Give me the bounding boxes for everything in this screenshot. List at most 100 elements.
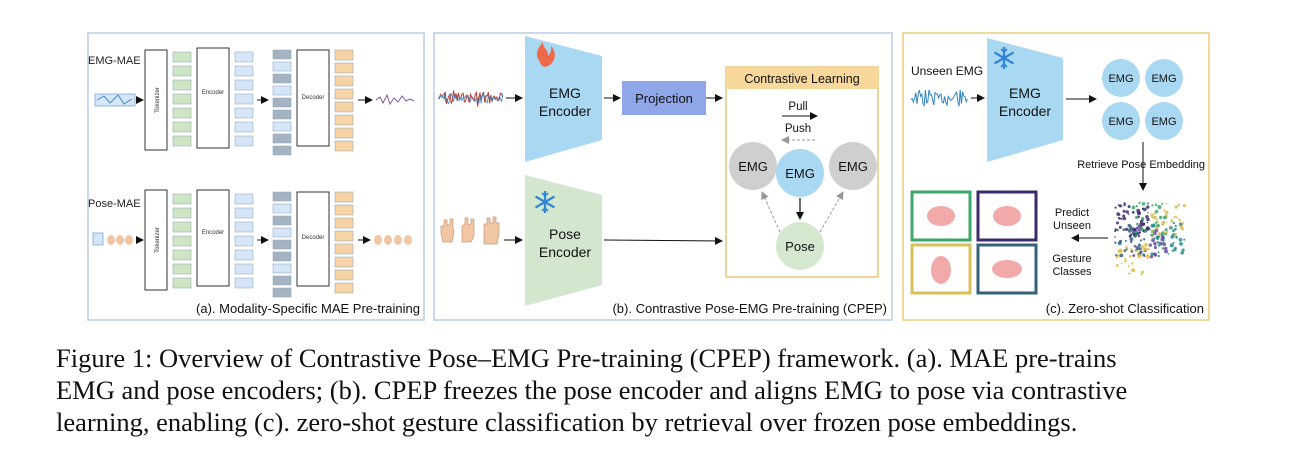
pose-encoder-label-1: Pose [549,226,581,242]
embedding-point [1174,232,1178,236]
embedding-point [1130,233,1133,236]
embedding-point [1122,209,1126,213]
token-block [272,85,292,96]
emg-signal-input [437,90,504,107]
embedding-point [1172,241,1175,244]
projection-box [622,81,706,115]
embedding-point [1124,259,1127,263]
token-block [234,221,254,233]
embedding-point [1114,206,1117,209]
embedding-point [1161,247,1165,250]
token-block [334,243,354,255]
figure-caption: Figure 1: Overview of Contrastive Pose–E… [56,342,1252,438]
token-block [272,215,292,226]
token-block [234,277,254,289]
embedding-point [1146,221,1149,224]
embedding-point [1157,254,1160,258]
emg-embedding-4-label: EMG [1151,116,1176,128]
embedding-point [1175,235,1178,239]
embedding-point [1153,215,1157,220]
embedding-point [1175,215,1177,218]
token-block [172,79,192,91]
token-block [334,88,354,100]
embedding-point [1139,219,1144,224]
embedding-point [1141,245,1145,249]
embedding-point [1153,245,1157,250]
panel-a-caption: (a). Modality-Specific MAE Pre-training [196,301,420,316]
embedding-point [1174,205,1178,209]
embedding-point [1164,210,1169,215]
pose-decoder-box [296,191,330,287]
embedding-point [1178,218,1182,222]
emg-tokenizer-box [144,49,168,151]
embedding-point [1156,235,1160,239]
emg-mae-pipeline: Tokenizer Encoder Decoder [94,47,415,156]
embedding-point [1139,239,1143,242]
emg-encoder-c-label-1: EMG [1009,85,1041,101]
emg-node-right [829,142,877,190]
token-block [272,97,292,108]
emg-decoder-box [296,49,330,147]
embedding-point [1174,227,1177,231]
embedding-point [1138,201,1141,205]
emg-token-column-green [172,51,192,147]
panel-b-caption: (b). Contrastive Pose-EMG Pre-training (… [612,301,887,316]
token-block [234,121,254,133]
embedding-point [1114,230,1116,233]
pose-input-hands-icon-b [440,216,500,245]
emg-encoder-box [196,47,230,149]
embedding-point [1114,241,1117,244]
embedding-point [1119,253,1124,258]
token-block [234,135,254,147]
embedding-point [1136,211,1141,216]
embedding-point [1117,204,1120,207]
embedding-point [1164,232,1168,236]
emg-node-left-label: EMG [738,159,768,174]
embedding-point [1135,246,1140,251]
pose-token-column-orange [334,191,354,294]
embedding-point [1163,215,1167,220]
panel-b: EMG Encoder Projection Contrastive Learn… [433,32,893,321]
embedding-point [1140,270,1144,274]
embedding-point [1122,228,1126,232]
embedding-point [1127,213,1130,215]
embedding-point [1127,205,1131,209]
pull-label: Pull [788,101,807,113]
embedding-point [1172,229,1175,233]
embedding-point [1120,217,1123,220]
embedding-point [1125,248,1128,251]
predict-label-1: Predict [1055,207,1089,219]
embedding-point [1146,205,1150,209]
gesture-label-1: Gesture [1052,253,1091,265]
embedding-point [1182,221,1185,224]
embedding-point [1137,253,1141,257]
embedding-point [1157,205,1162,209]
embedding-point [1133,234,1137,238]
embedding-point [1181,248,1185,252]
embedding-point [1144,229,1148,233]
embedding-point [1144,242,1148,246]
embedding-point [1153,252,1158,257]
embedding-point [1124,258,1127,260]
embedding-point [1179,242,1183,246]
embedding-point [1160,231,1165,236]
embedding-point [1131,205,1136,210]
token-block [272,287,292,298]
pose-mae-pipeline: Tokenizer Encoder Decoder [92,189,412,298]
retrieve-pose-embedding-label: Retrieve Pose Embedding [1077,159,1205,171]
pose-reconstructed-hands-icon [374,235,412,245]
token-block [172,65,192,77]
embedding-point [1147,212,1149,214]
token-block [334,269,354,281]
embedding-point [1122,216,1127,221]
embedding-point [1157,232,1161,236]
pose-token-column-green [172,193,192,289]
hand-icon-1 [927,206,955,226]
embedding-point [1165,203,1168,205]
token-block [234,79,254,91]
embedding-point [1183,238,1186,241]
embedding-point [1145,255,1150,259]
token-block [272,61,292,72]
embedding-point [1157,251,1160,254]
push-edge-left [761,191,781,233]
